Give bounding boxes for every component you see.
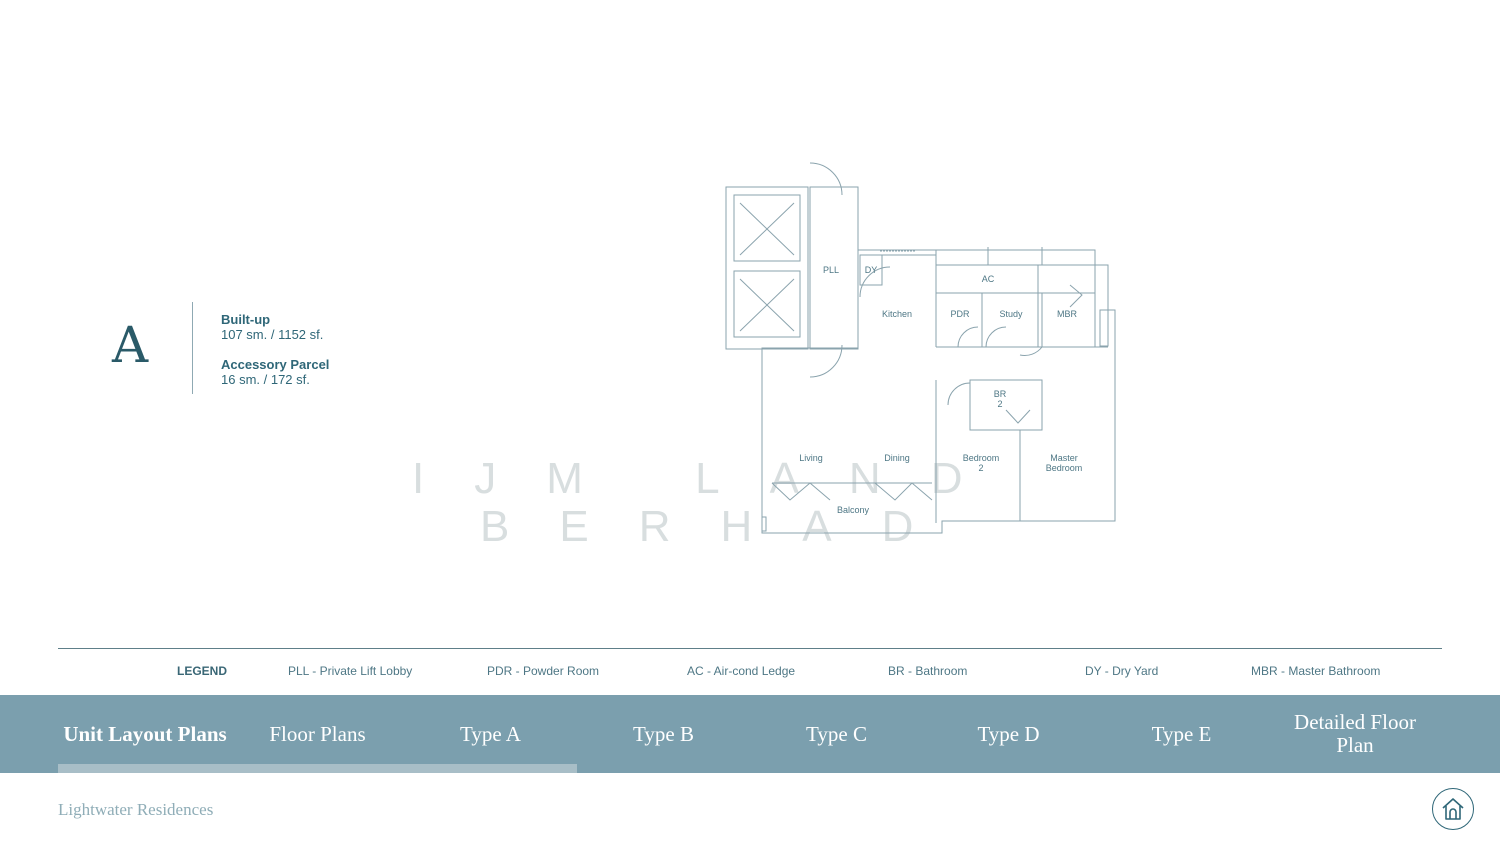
legend-item-pdr: PDR - Powder Room [487,664,600,678]
label-br2-b: 2 [997,399,1002,409]
built-up-spec: Built-up 107 sm. / 1152 sf. [221,312,323,342]
label-pdr: PDR [950,309,970,319]
divider [192,302,193,394]
label-balcony: Balcony [837,505,870,515]
project-name: Lightwater Residences [58,800,214,819]
built-up-label: Built-up [221,312,271,327]
nav-detailed-floor-plan[interactable]: Detailed Floor Plan [1294,710,1416,757]
nav-floor-plans[interactable]: Floor Plans [269,721,366,746]
watermark-line-1: IJM LAND [412,454,1013,503]
label-study: Study [999,309,1023,319]
label-dining: Dining [884,453,910,463]
accessory-label: Accessory Parcel [221,357,330,372]
label-living: Living [799,453,823,463]
label-pll: PLL [823,265,839,275]
nav-type-d[interactable]: Type D [977,721,1040,746]
legend-item-dy: DY - Dry Yard [1085,664,1159,678]
accessory-value: 16 sm. / 172 sf. [221,372,310,387]
legend-item-br: BR - Bathroom [888,664,968,678]
legend-item-ac: AC - Air-cond Ledge [687,664,796,678]
label-kitchen: Kitchen [882,309,912,319]
legend-item-mbr: MBR - Master Bathroom [1251,664,1381,678]
label-dy: DY [865,265,878,275]
label-ac: AC [982,274,995,284]
watermark-line-2: BERHAD [480,502,964,551]
label-mbr: MBR [1057,309,1078,319]
label-br2-a: BR [994,389,1007,399]
unit-outline [761,249,1116,534]
label-bedroom2-a: Bedroom [963,453,1000,463]
nav-unit-layout-plans[interactable]: Unit Layout Plans [63,721,227,746]
nav-type-b[interactable]: Type B [633,721,694,746]
legend-divider [58,648,1442,649]
built-up-value: 107 sm. / 1152 sf. [221,327,324,342]
unit-summary: A Built-up 107 sm. / 1152 sf. Accessory … [100,302,370,394]
floor-plan: PLL DY AC Kitchen PDR Study MBR BR 2 Liv… [720,155,1130,545]
legend-item-pll: PLL - Private Lift Lobby [288,664,413,678]
label-master-a: Master [1050,453,1078,463]
dy-room [859,254,883,286]
legend: LEGEND PLL - Private Lift Lobby PDR - Po… [0,664,1500,682]
br2-room [969,379,1043,431]
floor-plan-drawing: PLL DY AC Kitchen PDR Study MBR BR 2 Liv… [725,162,1116,534]
accessory-spec: Accessory Parcel 16 sm. / 172 sf. [221,357,329,387]
label-master-b: Bedroom [1046,463,1083,473]
unit-type-letter: A [112,316,149,374]
bottom-nav: Unit Layout Plans Floor Plans Type A Typ… [0,695,1500,773]
nav-type-c[interactable]: Type C [806,721,867,746]
home-button[interactable] [1432,788,1474,830]
label-bedroom2-b: 2 [978,463,983,473]
nav-type-a[interactable]: Type A [460,721,521,746]
legend-title: LEGEND [177,664,228,678]
nav-active-indicator [58,764,577,773]
home-icon [1442,798,1464,820]
lift-core [725,186,809,350]
nav-type-e[interactable]: Type E [1151,721,1212,746]
